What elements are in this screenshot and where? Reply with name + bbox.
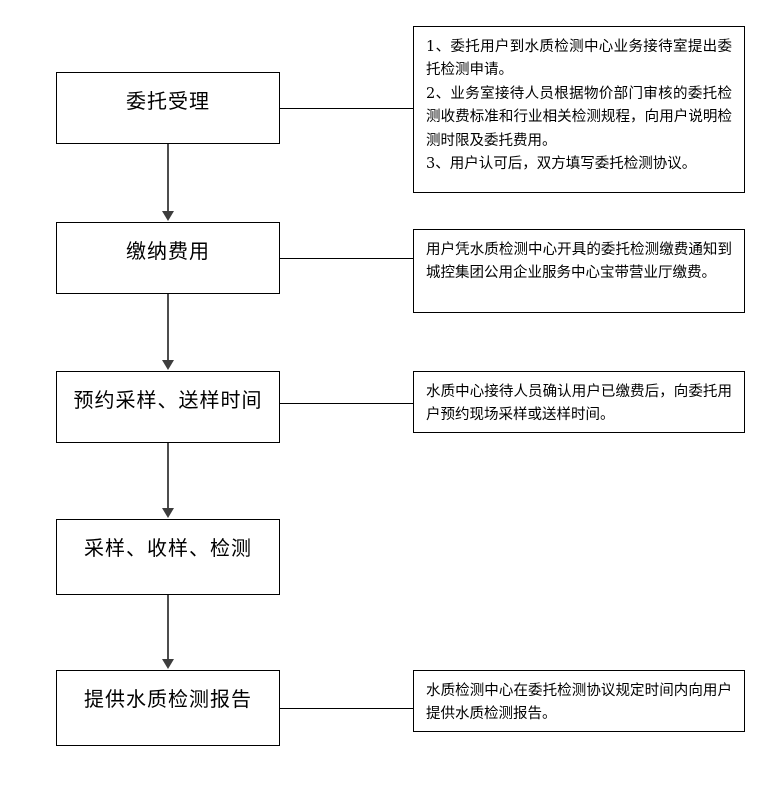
connector-arrow-1-2-head: [162, 211, 174, 221]
process-box-step-3[interactable]: 预约采样、送样时间: [56, 371, 280, 443]
connector-arrow-3-4-line: [167, 443, 169, 509]
connector-arrow-4-5-head: [162, 659, 174, 669]
connector-link-3: [280, 403, 413, 405]
process-box-step-1[interactable]: 委托受理: [56, 72, 280, 144]
connector-arrow-3-4-head: [162, 508, 174, 518]
connector-arrow-4-5-line: [167, 595, 169, 664]
connector-link-5: [280, 708, 413, 710]
note-box-step-2[interactable]: 用户凭水质检测中心开具的委托检测缴费通知到城控集团公用企业服务中心宝带营业厅缴费…: [413, 229, 745, 313]
note-box-step-5[interactable]: 水质检测中心在委托检测协议规定时间内向用户提供水质检测报告。: [413, 670, 745, 732]
note-text-step-2: 用户凭水质检测中心开具的委托检测缴费通知到城控集团公用企业服务中心宝带营业厅缴费…: [426, 242, 732, 282]
process-label-step-3: 预约采样、送样时间: [73, 388, 263, 412]
process-box-step-5[interactable]: 提供水质检测报告: [56, 670, 280, 746]
note-text-step-3: 水质中心接待人员确认用户已缴费后，向委托用户预约现场采样或送样时间。: [426, 384, 732, 424]
process-box-step-2[interactable]: 缴纳费用: [56, 222, 280, 294]
process-box-step-4[interactable]: 采样、收样、检测: [56, 519, 280, 595]
process-label-step-5: 提供水质检测报告: [84, 687, 252, 711]
process-label-step-1: 委托受理: [126, 89, 210, 113]
note-text-step-1: 1、委托用户到水质检测中心业务接待室提出委托检测申请。 2、业务室接待人员根据物…: [426, 39, 732, 173]
note-box-step-1[interactable]: 1、委托用户到水质检测中心业务接待室提出委托检测申请。 2、业务室接待人员根据物…: [413, 26, 745, 193]
connector-link-1: [280, 108, 413, 110]
connector-arrow-2-3-head: [162, 360, 174, 370]
process-label-step-2: 缴纳费用: [126, 239, 210, 263]
note-box-step-3[interactable]: 水质中心接待人员确认用户已缴费后，向委托用户预约现场采样或送样时间。: [413, 371, 745, 433]
note-text-step-5: 水质检测中心在委托检测协议规定时间内向用户提供水质检测报告。: [426, 683, 732, 723]
connector-arrow-1-2-line: [167, 144, 169, 212]
connector-link-2: [280, 258, 413, 260]
connector-arrow-2-3-line: [167, 294, 169, 361]
process-label-step-4: 采样、收样、检测: [84, 536, 252, 560]
